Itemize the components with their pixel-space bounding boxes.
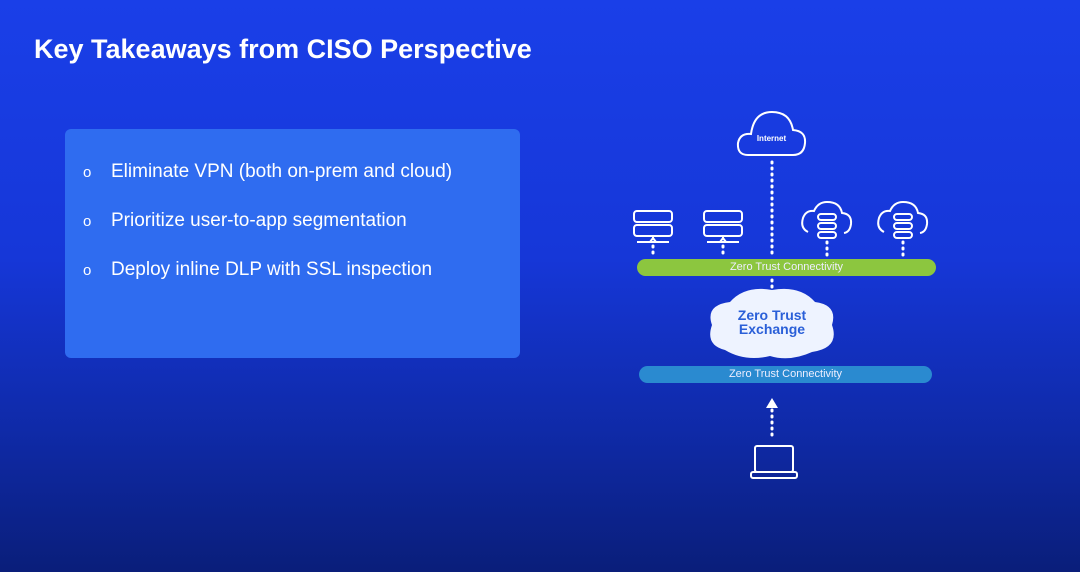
zero-trust-exchange-cloud bbox=[710, 288, 834, 359]
exchange-label-line1: Zero Trust bbox=[737, 307, 807, 323]
cloud-database-icon bbox=[801, 200, 853, 239]
takeaway-text: Eliminate VPN (both on-prem and cloud) bbox=[111, 161, 453, 182]
laptop-icon bbox=[750, 445, 798, 479]
connection-dots bbox=[651, 160, 905, 440]
takeaway-text: Prioritize user-to-app segmentation bbox=[111, 210, 407, 231]
cloud-database-icon bbox=[877, 200, 929, 239]
slide-title: Key Takeaways from CISO Perspective bbox=[34, 34, 532, 64]
internet-cloud-icon bbox=[736, 110, 807, 156]
server-icon bbox=[703, 210, 743, 243]
internet-label: Internet bbox=[756, 134, 787, 143]
bottom-connectivity-bar: Zero Trust Connectivity bbox=[639, 366, 932, 383]
server-icon bbox=[633, 210, 673, 243]
bullet: o bbox=[83, 261, 92, 279]
exchange-label-line2: Exchange bbox=[738, 321, 806, 337]
takeaway-item: o Eliminate VPN (both on-prem and cloud) bbox=[83, 161, 452, 183]
top-connectivity-bar: Zero Trust Connectivity bbox=[637, 259, 936, 276]
bullet: o bbox=[83, 212, 92, 230]
arrow-up-icon bbox=[766, 398, 778, 408]
takeaway-item: o Deploy inline DLP with SSL inspection bbox=[83, 259, 432, 281]
bullet: o bbox=[83, 163, 92, 181]
takeaway-item: o Prioritize user-to-app segmentation bbox=[83, 210, 407, 232]
takeaway-text: Deploy inline DLP with SSL inspection bbox=[111, 259, 433, 280]
